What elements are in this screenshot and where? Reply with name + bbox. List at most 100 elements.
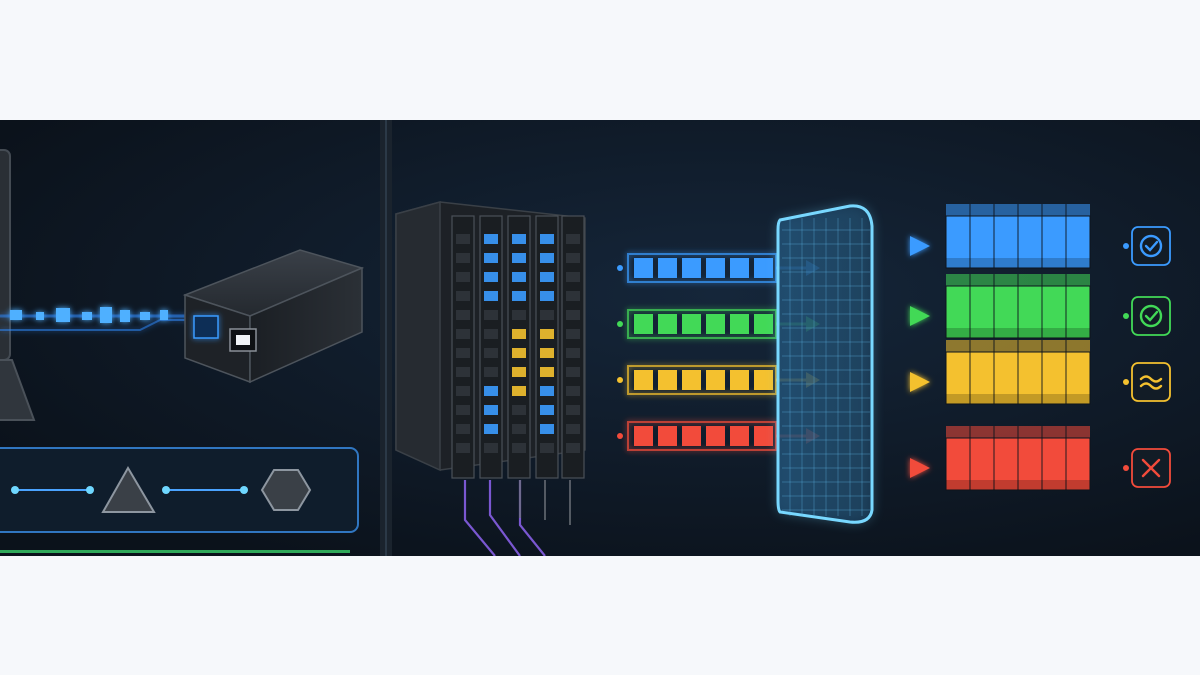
node-dot — [11, 486, 19, 494]
wave-icon — [1139, 375, 1163, 390]
port-led — [566, 234, 580, 244]
port-led — [456, 234, 470, 244]
queue-block — [730, 426, 749, 446]
output-4 — [876, 426, 1171, 491]
queue-block — [634, 258, 653, 278]
data-bit — [36, 312, 44, 320]
port-led — [484, 234, 498, 244]
port-led — [540, 386, 554, 396]
queue-block — [634, 314, 653, 334]
bin-shade — [946, 394, 1090, 404]
port-led — [566, 310, 580, 320]
port-led — [566, 253, 580, 263]
bin-body — [945, 351, 1091, 405]
port-led — [540, 253, 554, 263]
port-led — [566, 443, 580, 453]
bin-shade — [946, 480, 1090, 490]
lane-dot — [617, 321, 623, 327]
queue-block — [682, 370, 701, 390]
queue-block — [706, 314, 725, 334]
port-led — [456, 310, 470, 320]
port-led — [456, 348, 470, 358]
node-dot — [86, 486, 94, 494]
port-led — [484, 310, 498, 320]
port-led — [512, 405, 526, 415]
queue-block — [706, 426, 725, 446]
lane-dot — [617, 433, 623, 439]
bin-body — [945, 437, 1091, 491]
port-led — [484, 329, 498, 339]
data-bit — [56, 308, 70, 322]
port-led — [456, 329, 470, 339]
port-led — [484, 253, 498, 263]
port-led — [484, 291, 498, 301]
packet-classification-diagram — [0, 120, 1200, 556]
port-led — [484, 424, 498, 434]
port-led — [484, 272, 498, 282]
node-dot — [240, 486, 248, 494]
bin-body — [945, 285, 1091, 339]
shape-strip — [0, 447, 359, 553]
status-connector-dot — [1123, 313, 1129, 319]
queue-block — [634, 426, 653, 446]
lane-dot — [617, 265, 623, 271]
port-led — [512, 253, 526, 263]
queue-block — [706, 258, 725, 278]
port-led — [484, 386, 498, 396]
laptop-icon — [0, 149, 36, 421]
port-led — [566, 329, 580, 339]
status-box — [1131, 226, 1171, 266]
queue-block — [682, 314, 701, 334]
bin-shade — [946, 328, 1090, 338]
queue-block — [658, 314, 677, 334]
output-arrowhead — [910, 372, 930, 392]
port-led — [566, 424, 580, 434]
queue-block — [754, 258, 773, 278]
port-led — [566, 386, 580, 396]
bin-top — [946, 340, 1090, 354]
status-connector-dot — [1123, 379, 1129, 385]
port-led — [566, 291, 580, 301]
port-led — [566, 272, 580, 282]
port-led — [512, 443, 526, 453]
data-bit — [160, 310, 168, 320]
lane-4 — [590, 421, 820, 451]
port-led — [484, 367, 498, 377]
hexagon-icon — [260, 469, 312, 511]
bin-top — [946, 204, 1090, 218]
queue-block — [658, 370, 677, 390]
port-led — [512, 310, 526, 320]
lane-dot — [617, 377, 623, 383]
port-led — [512, 424, 526, 434]
port-led — [456, 424, 470, 434]
queue-block — [682, 258, 701, 278]
output-arrowhead — [910, 458, 930, 478]
status-connector-dot — [1123, 243, 1129, 249]
port-led — [512, 272, 526, 282]
port-led — [512, 234, 526, 244]
bin-body — [945, 215, 1091, 269]
port-led — [456, 386, 470, 396]
port-led — [456, 291, 470, 301]
port-led — [512, 386, 526, 396]
data-bit — [120, 310, 130, 322]
port-led — [456, 253, 470, 263]
output-bins — [876, 204, 1171, 491]
illustration-stage — [0, 120, 1200, 556]
queue-block — [730, 370, 749, 390]
queue-block — [754, 370, 773, 390]
output-arrowhead — [910, 306, 930, 326]
node-dot — [162, 486, 170, 494]
port-led — [456, 367, 470, 377]
data-bit — [82, 312, 92, 320]
left-panel — [0, 149, 365, 553]
queue-block — [730, 258, 749, 278]
port-led — [540, 310, 554, 320]
queue-block — [658, 258, 677, 278]
output-1 — [876, 204, 1171, 269]
port-led — [540, 272, 554, 282]
port-led — [540, 329, 554, 339]
queue-block — [658, 426, 677, 446]
lane-2 — [590, 309, 820, 339]
data-bit — [100, 307, 112, 323]
